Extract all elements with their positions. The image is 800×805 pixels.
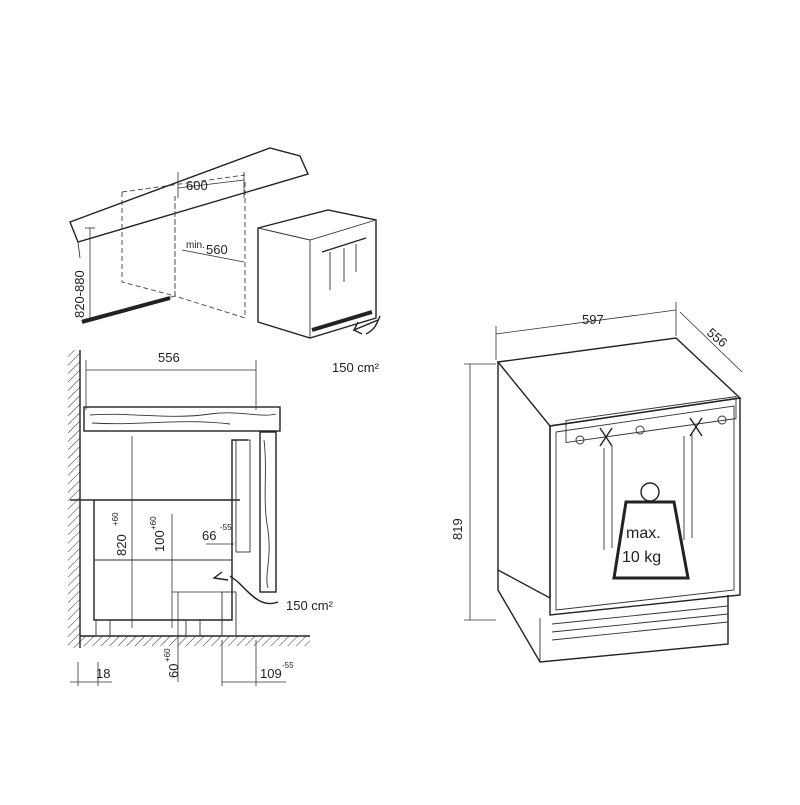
max-load-value: 10 kg [622, 549, 661, 566]
countertop [83, 406, 281, 432]
niche-section-view [68, 350, 310, 686]
section-plinth-base: 60 [166, 664, 181, 678]
section-gap-tol: -55 [220, 523, 232, 532]
niche-width-label: 600 [186, 178, 208, 193]
floor-hatch [80, 636, 310, 646]
appliance-front [549, 397, 741, 616]
niche-height-range-label: 820-880 [72, 270, 87, 318]
appliance-height-label: 819 [450, 518, 465, 540]
section-depth-label: 556 [158, 350, 180, 365]
section-vent-tol: +60 [149, 516, 158, 530]
niche-min-width-label: 560 [206, 242, 228, 257]
niche-perspective-view [69, 147, 381, 339]
cabinet-door [259, 431, 277, 593]
niche-min-prefix: min. [186, 240, 205, 251]
appliance-depth-label: 556 [704, 325, 730, 350]
section-rear-base: 109 [260, 666, 282, 681]
appliance-width-label: 597 [582, 312, 604, 327]
section-gap-base: 66 [202, 528, 216, 543]
appliance-view [464, 302, 743, 663]
top-vent-area-label: 150 cm² [332, 360, 380, 375]
section-height-base: 820 [114, 534, 129, 556]
max-load-label: max. [626, 525, 661, 542]
section-foot-offset-label: 18 [96, 666, 110, 681]
section-rear-tol: -55 [282, 661, 294, 670]
section-height-tol: +60 [111, 512, 120, 526]
weight-icon [612, 482, 690, 580]
section-vent-base: 100 [152, 530, 167, 552]
wall-hatch [68, 350, 80, 648]
section-plinth-tol: +60 [163, 648, 172, 662]
section-vent-area-label: 150 cm² [286, 598, 334, 613]
